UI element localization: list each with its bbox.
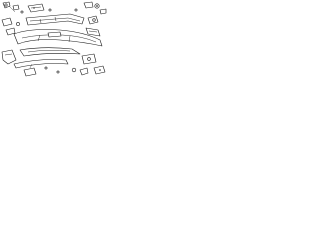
lower-fascia-strip — [13, 59, 69, 69]
screw-fasteners — [20, 8, 78, 74]
top-right-hardware — [83, 1, 107, 15]
lower-left-deflector — [1, 49, 17, 65]
side-insert — [85, 27, 101, 37]
bumper-reinforcement — [25, 13, 85, 26]
bottom-left-bracket — [23, 63, 37, 77]
upper-bracket — [27, 3, 45, 13]
right-beam-bracket — [87, 15, 99, 25]
left-mount-pieces — [1, 17, 20, 36]
lower-valance — [19, 47, 81, 57]
top-left-clip-group — [2, 1, 20, 13]
bumper-cover — [13, 29, 103, 47]
lower-right-bracket — [81, 53, 97, 65]
bottom-right-fasteners — [71, 65, 106, 76]
parts-diagram — [1, 1, 107, 77]
